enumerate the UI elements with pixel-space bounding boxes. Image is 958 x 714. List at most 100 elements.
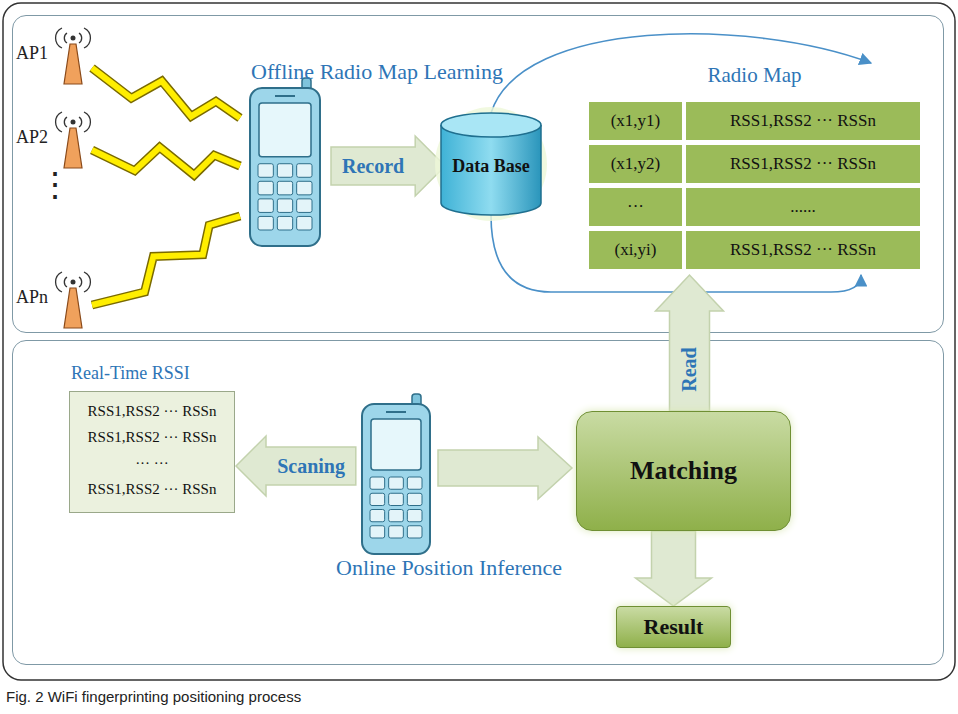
phone-key (277, 164, 292, 178)
phone-key (370, 477, 385, 489)
antenna-tip (71, 120, 76, 125)
table-cell: RSS1,RSS2 ··· RSSn (685, 230, 921, 270)
phone-key (297, 164, 312, 178)
table-cell: (x1,y1) (588, 101, 683, 141)
arrow-label: Scaning (277, 455, 345, 478)
cell-text: ··· (627, 197, 644, 217)
table-cell: (x1,y2) (588, 144, 683, 184)
cell-text: RSS1,RSS2 ··· RSSn (730, 154, 876, 174)
antenna-mast (64, 288, 82, 328)
access-point-icon (56, 112, 91, 168)
phone-key (389, 526, 404, 538)
list-heading: Real-Time RSSI (71, 363, 190, 384)
cell-text: RSS1,RSS2 ··· RSSn (730, 111, 876, 131)
block-connector (636, 531, 712, 606)
arrow-label: Record (342, 155, 404, 178)
access-point-label: ⋮ (38, 168, 72, 202)
phone-key (297, 181, 312, 195)
phone-key (277, 199, 292, 213)
panel-heading: Online Position Inference (336, 555, 562, 581)
phone-key (407, 477, 422, 489)
glow (435, 107, 547, 221)
figure-caption: Fig. 2 WiFi fingerprinting positioning p… (6, 688, 301, 705)
radio-map-heading: Radio Map (708, 63, 802, 88)
phone-key (370, 493, 385, 505)
bolt-edge (92, 216, 240, 305)
radio-wave (64, 117, 67, 127)
phone-key (370, 510, 385, 522)
result-box: Result (616, 606, 731, 648)
outer-frame (3, 3, 955, 680)
phone-speaker (275, 95, 295, 97)
phone-key (277, 216, 292, 230)
phone-key (389, 477, 404, 489)
table-cell: (xi,yi) (588, 230, 683, 270)
phone-screen (371, 419, 421, 470)
access-point-label: AP1 (16, 44, 48, 62)
table-cell: RSS1,RSS2 ··· RSSn (685, 144, 921, 184)
cell-text: ...... (790, 197, 816, 217)
phone-key (258, 216, 273, 230)
cell-text: (x1,y2) (611, 154, 661, 174)
mobile-phone (362, 394, 430, 554)
phone-key (370, 526, 385, 538)
bolt-edge (92, 147, 240, 175)
record-arrow: Record (331, 136, 445, 196)
access-point-icon (56, 28, 91, 84)
list-line: RSS1,RSS2 ··· RSSn (88, 424, 217, 450)
radio-wave (84, 28, 90, 48)
cylinder-body (441, 125, 541, 215)
cylinder-top (441, 113, 541, 137)
bolt-fill (92, 147, 240, 175)
signal-bolt (92, 216, 240, 305)
access-point-icon (56, 272, 91, 328)
list-line: ··· ··· (135, 450, 169, 476)
list-line: RSS1,RSS2 ··· RSSn (88, 476, 217, 502)
phone-key (407, 493, 422, 505)
database-label: Data Base (452, 156, 530, 177)
radio-wave (79, 277, 82, 287)
phone-key (407, 510, 422, 522)
block-arrow (331, 136, 445, 196)
access-point-label: AP2 (16, 128, 48, 146)
list-line: RSS1,RSS2 ··· RSSn (88, 398, 217, 424)
scanning-arrow: Scaning (236, 436, 356, 496)
radio-wave (84, 112, 90, 132)
curved-connector (491, 215, 861, 292)
bolt-edge (92, 68, 240, 118)
radio-wave (56, 112, 62, 132)
block-arrow (438, 437, 572, 499)
phone-key (277, 181, 292, 195)
connector-label: Read (678, 347, 701, 391)
cell-text: (x1,y1) (611, 111, 661, 131)
box-label: Matching (630, 456, 737, 486)
radio-wave (79, 117, 82, 127)
mobile-phone (250, 78, 320, 246)
phone-screen (259, 103, 311, 157)
phone-key (297, 199, 312, 213)
bolt-fill (92, 216, 240, 305)
phone-body (250, 88, 320, 246)
radio-wave (64, 277, 67, 287)
radio-wave (84, 272, 90, 292)
bolt-fill (92, 68, 240, 118)
panel-heading: Offline Radio Map Learning (251, 59, 503, 85)
phone-speaker (386, 411, 406, 413)
matching-box: Matching (576, 411, 791, 531)
signal-bolt (92, 147, 240, 175)
radio-wave (56, 272, 62, 292)
block-arrow (236, 436, 356, 496)
phone-key (258, 199, 273, 213)
antenna-tip (71, 36, 76, 41)
phone-key (407, 526, 422, 538)
block-connector (656, 275, 724, 411)
radio-wave (64, 33, 67, 43)
access-point-label: APn (16, 288, 48, 306)
inference-panel: Online Position Inference Real-Time RSSI R… (12, 340, 944, 665)
phone-body (362, 404, 430, 554)
phone-key (258, 164, 273, 178)
cell-text: RSS1,RSS2 ··· RSSn (730, 240, 876, 260)
signal-bolt (92, 68, 240, 118)
curved-connector (491, 34, 871, 113)
